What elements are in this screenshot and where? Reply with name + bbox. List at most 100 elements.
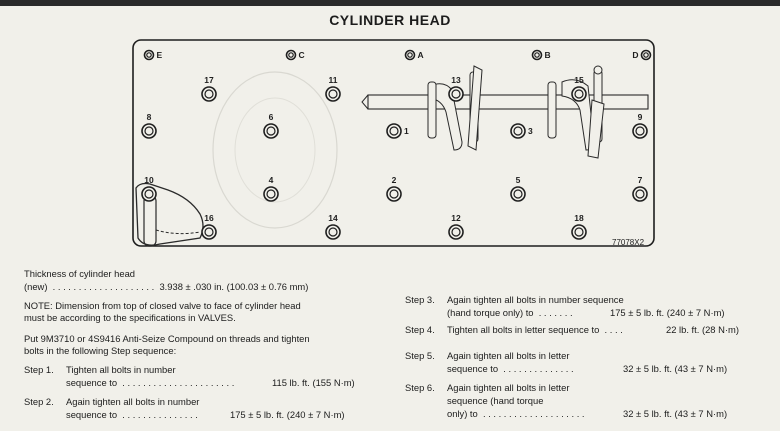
cylinder-head-outline [132, 39, 655, 247]
bolt-label: 17 [204, 75, 214, 85]
bolt-label: 10 [144, 175, 154, 185]
note-line-2: must be according to the specifications … [24, 312, 236, 323]
step-number: Step 2. [24, 396, 54, 407]
bolt-label: 5 [516, 175, 521, 185]
bolt-hole [146, 52, 152, 58]
bolt-hole [389, 189, 399, 199]
step-text: (hand torque only) to . . . . . . . [447, 307, 573, 318]
step-value: 175 ± 5 lb. ft. (240 ± 7 N·m) [230, 409, 345, 420]
bolt-label: B [545, 50, 551, 60]
bolt-hole [632, 186, 648, 202]
bolt-hole [510, 186, 526, 202]
bolt-label: 15 [574, 75, 584, 85]
bolt-hole [534, 52, 540, 58]
thickness-heading: Thickness of cylinder head [24, 268, 135, 279]
bolt-number-6: 6 [263, 112, 279, 139]
step-number: Step 5. [405, 350, 435, 361]
bolt-hole [632, 123, 648, 139]
bolt-hole [635, 126, 645, 136]
bolt-number-8: 8 [141, 112, 157, 139]
bolt-hole [640, 49, 652, 61]
bolt-hole [571, 86, 587, 102]
bolt-number-2: 2 [386, 175, 402, 202]
step-text: Tighten all bolts in letter sequence to … [447, 324, 623, 335]
bolt-letter-d: D [632, 49, 652, 61]
bolt-letter-a: A [404, 49, 424, 61]
bolt-hole [571, 224, 587, 240]
bolt-label: 12 [451, 213, 461, 223]
bolt-number-5: 5 [510, 175, 526, 202]
step-1: Step 1. Tighten all bolts in number sequ… [24, 364, 394, 390]
rocker-shaft [361, 65, 649, 159]
step-2: Step 2. Again tighten all bolts in numbe… [24, 396, 394, 422]
bolt-hole [513, 189, 523, 199]
bolt-hole [404, 49, 416, 61]
step-text: sequence (hand torque [447, 395, 544, 406]
bolt-label: A [418, 50, 424, 60]
bolt-label: 2 [392, 175, 397, 185]
bolt-label: 9 [638, 112, 643, 122]
bolt-hole [288, 52, 294, 58]
bolt-hole [386, 186, 402, 202]
bolt-hole [285, 49, 297, 61]
step-number: Step 1. [24, 364, 54, 375]
bolt-hole [266, 126, 276, 136]
bolt-label: 6 [269, 112, 274, 122]
bolt-hole [328, 89, 338, 99]
bolt-number-17: 17 [201, 75, 217, 102]
step-text: sequence to . . . . . . . . . . . . . . … [66, 377, 235, 388]
bolt-hole [448, 224, 464, 240]
bolt-number-1: 1 [386, 123, 409, 139]
page-title: CYLINDER HEAD [329, 12, 451, 28]
step-value: 175 ± 5 lb. ft. (240 ± 7 N·m) [610, 307, 725, 318]
bolt-hole [451, 89, 461, 99]
bolt-label: 14 [328, 213, 338, 223]
bolt-hole [574, 89, 584, 99]
step-text: only) to . . . . . . . . . . . . . . . .… [447, 408, 585, 419]
bolt-label: 1 [404, 126, 409, 136]
bolt-hole [263, 123, 279, 139]
step-number: Step 4. [405, 324, 435, 335]
figure-code: 77078X2 [612, 238, 645, 247]
bolt-number-15: 15 [571, 75, 587, 102]
bolt-hole [141, 186, 157, 202]
bolt-hole [510, 123, 526, 139]
step-number: Step 6. [405, 382, 435, 393]
bolt-hole [201, 86, 217, 102]
bolt-label: 8 [147, 112, 152, 122]
bolt-label: 3 [528, 126, 533, 136]
bolt-hole [574, 227, 584, 237]
bolt-hole [204, 227, 214, 237]
step-value: 115 lb. ft. (155 N·m) [272, 377, 355, 388]
step-text: sequence to . . . . . . . . . . . . . . … [66, 409, 198, 420]
bolt-hole [201, 224, 217, 240]
bolt-letter-e: E [143, 49, 163, 61]
bolt-label: 4 [269, 175, 274, 185]
step-value: 32 ± 5 lb. ft. (43 ± 7 N·m) [623, 408, 728, 419]
bolt-hole [451, 227, 461, 237]
bolt-hole [204, 89, 214, 99]
bolt-hole [407, 52, 413, 58]
bolt-label: 13 [451, 75, 461, 85]
step-text: Again tighten all bolts in number [66, 396, 200, 407]
step-text: sequence to . . . . . . . . . . . . . . [447, 363, 574, 374]
bolt-number-16: 16 [201, 213, 217, 240]
bolt-hole [643, 52, 649, 58]
bolt-label: C [299, 50, 305, 60]
bolt-hole [448, 86, 464, 102]
step-text: Again tighten all bolts in number sequen… [447, 294, 624, 305]
step-text: Again tighten all bolts in letter [447, 382, 570, 393]
bolt-hole [143, 49, 155, 61]
bolt-letter-b: B [531, 49, 551, 61]
bolt-label: 11 [329, 75, 338, 85]
bolt-hole [513, 126, 523, 136]
bolt-hole [531, 49, 543, 61]
bolt-label: 7 [638, 175, 643, 185]
bolt-letter-c: C [285, 49, 305, 61]
bolt-number-7: 7 [632, 175, 648, 202]
bolt-number-4: 4 [263, 175, 279, 202]
step-value: 22 lb. ft. (28 N·m) [666, 324, 739, 335]
compound-line-1: Put 9M3710 or 4S9416 Anti-Seize Compound… [24, 333, 310, 344]
bolt-label: E [157, 50, 163, 60]
